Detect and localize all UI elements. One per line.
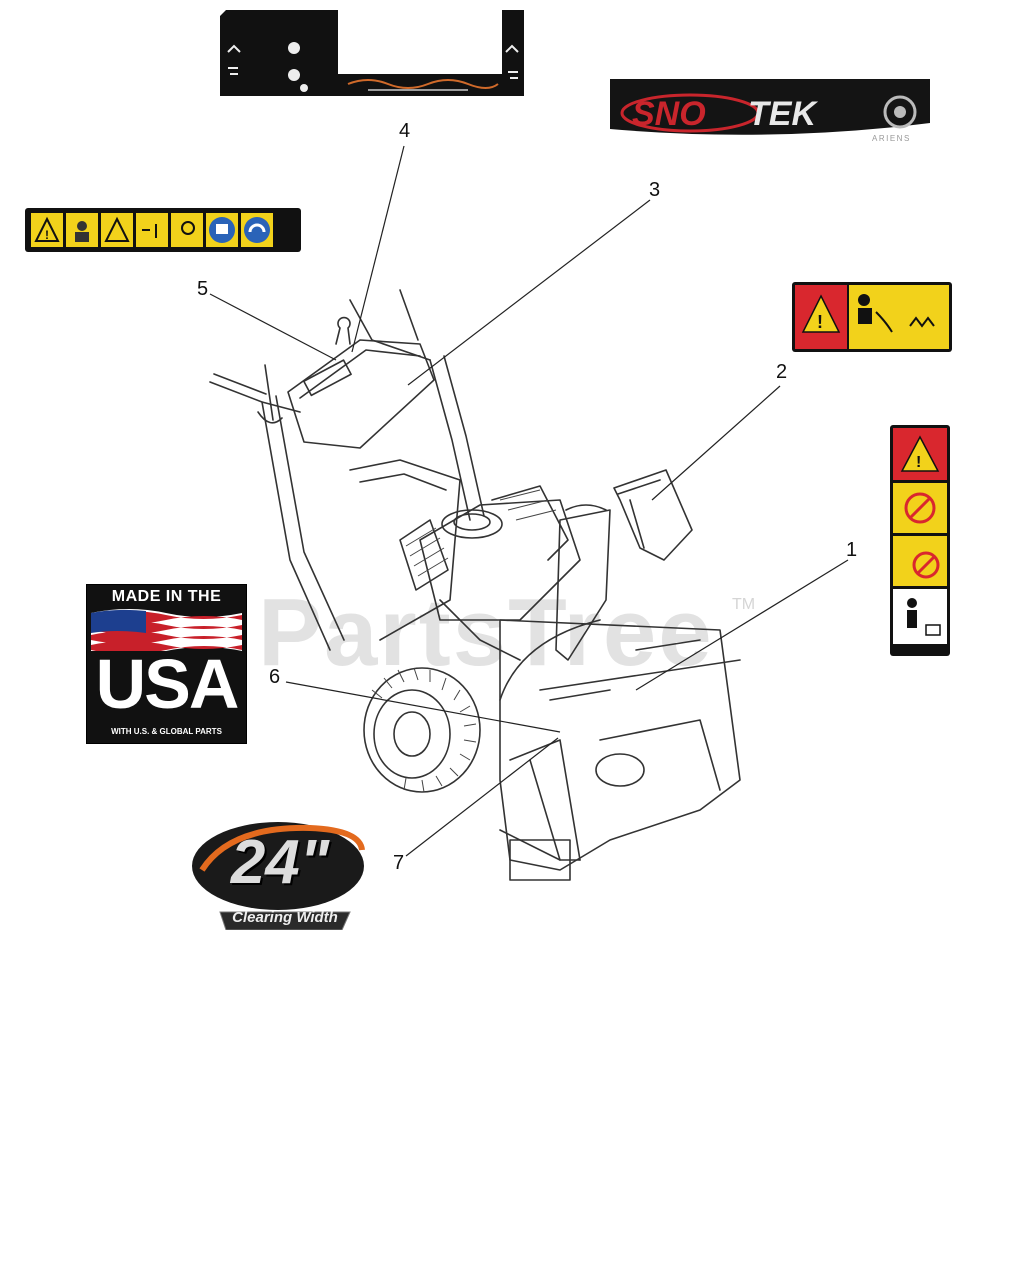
discharge-chute [555, 469, 693, 661]
callout-4: 4 [399, 120, 410, 142]
made-in-usa-top: MADE IN THE [111, 588, 222, 605]
callout-6: 6 [269, 666, 280, 688]
callout-3: 3 [649, 179, 660, 201]
watermark-tm: TM [732, 596, 756, 613]
discharge-warning-decal: ! [792, 282, 952, 352]
snowblower-diagram: 1 2 3 4 5 6 7 [197, 120, 857, 881]
made-in-usa-main: USA [95, 645, 240, 723]
svg-text:TEK: TEK [748, 95, 818, 133]
snotek-brand-decal: SNO TEK ARIENS [610, 79, 930, 152]
knob-hole-icon [288, 42, 300, 54]
dash-panel-decal [220, 10, 524, 96]
made-in-usa-decal: MADE IN THE USA WITH U.S. & GLOBAL PARTS [86, 584, 247, 744]
callout-7: 7 [393, 852, 404, 874]
vertical-safety-decal: ! [890, 425, 950, 656]
svg-text:!: ! [45, 228, 49, 242]
svg-text:ARIENS: ARIENS [872, 134, 911, 143]
us-flag-icon [91, 609, 242, 651]
prohibited-icon [904, 492, 936, 524]
snotek-logo: SNO [632, 95, 706, 133]
warning-triangle-icon [801, 294, 841, 333]
callout-1: 1 [846, 539, 857, 561]
clearing-width-decal: 24" Clearing Width [190, 820, 370, 930]
clearing-width-caption: Clearing Width [232, 909, 338, 926]
leader-lines [209, 145, 849, 857]
engine [399, 485, 581, 661]
wheel [363, 667, 481, 793]
handlebar [209, 289, 485, 651]
clearing-width-value: 24" [230, 828, 330, 897]
callouts: 1 2 3 4 5 6 7 [197, 120, 857, 874]
dash-console [287, 316, 435, 449]
svg-text:!: ! [817, 312, 823, 332]
callout-5: 5 [197, 278, 208, 300]
made-in-usa-bottom: WITH U.S. & GLOBAL PARTS [111, 727, 222, 736]
watermark: PartsTree [258, 579, 714, 686]
gear-icon [883, 95, 917, 129]
warning-triangle-icon [34, 216, 60, 242]
auger-housing [499, 619, 741, 881]
svg-text:!: ! [916, 454, 921, 471]
callout-2: 2 [776, 361, 787, 383]
ear-protection-icon [244, 217, 270, 243]
safety-icons-decal: ! [25, 208, 301, 252]
